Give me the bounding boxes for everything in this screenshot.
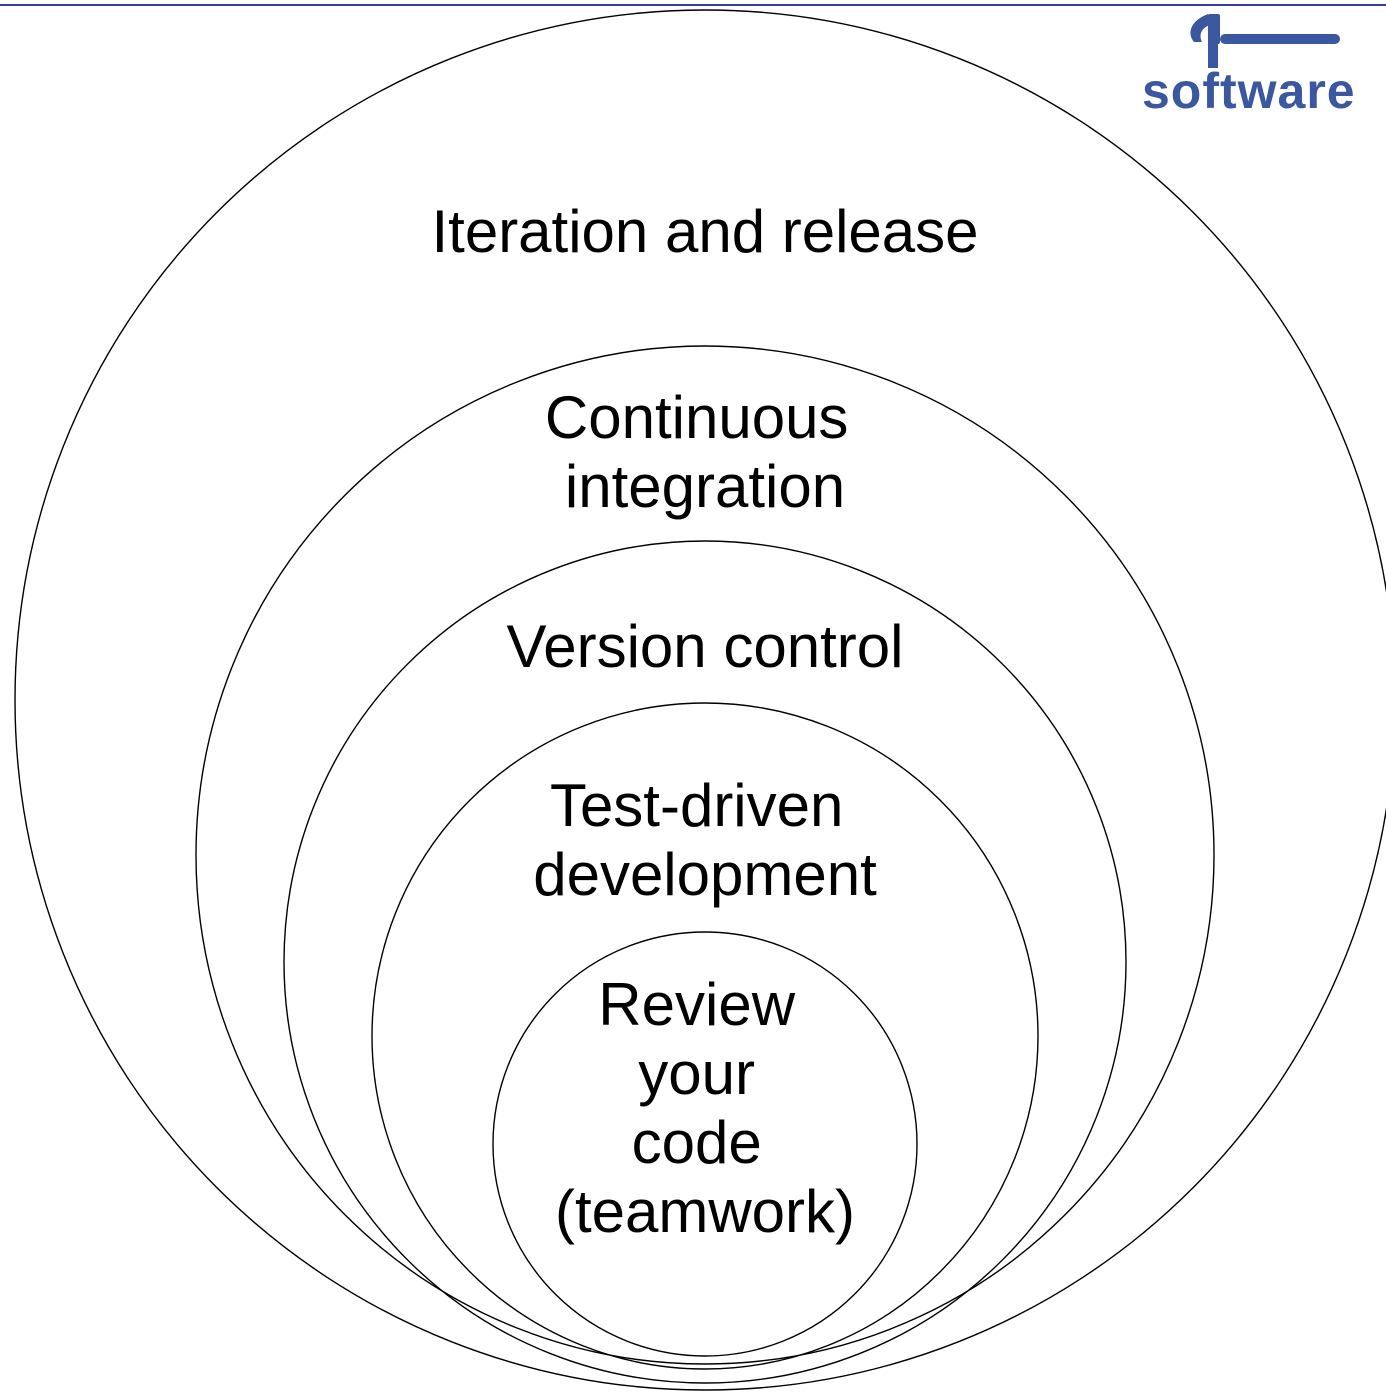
label-test-driven-development: Test-driven development bbox=[533, 772, 877, 908]
ring-continuous-integration bbox=[195, 345, 1215, 1365]
logo-wordmark: software bbox=[1142, 63, 1356, 119]
ring-test-driven-development bbox=[371, 702, 1039, 1370]
label-iteration-and-release: Iteration and release bbox=[431, 198, 978, 265]
ring-version-control bbox=[283, 540, 1127, 1384]
label-version-control: Version control bbox=[507, 613, 904, 680]
hammer-icon bbox=[1190, 14, 1340, 68]
label-continuous-integration: Continuous integration bbox=[545, 384, 865, 520]
ring-review-your-code bbox=[492, 931, 918, 1357]
top-rule bbox=[0, 4, 1386, 6]
ring-iteration-and-release bbox=[14, 9, 1386, 1391]
label-review-your-code: Review your code (teamwork) bbox=[555, 971, 855, 1245]
software-logo: software bbox=[1136, 8, 1386, 126]
